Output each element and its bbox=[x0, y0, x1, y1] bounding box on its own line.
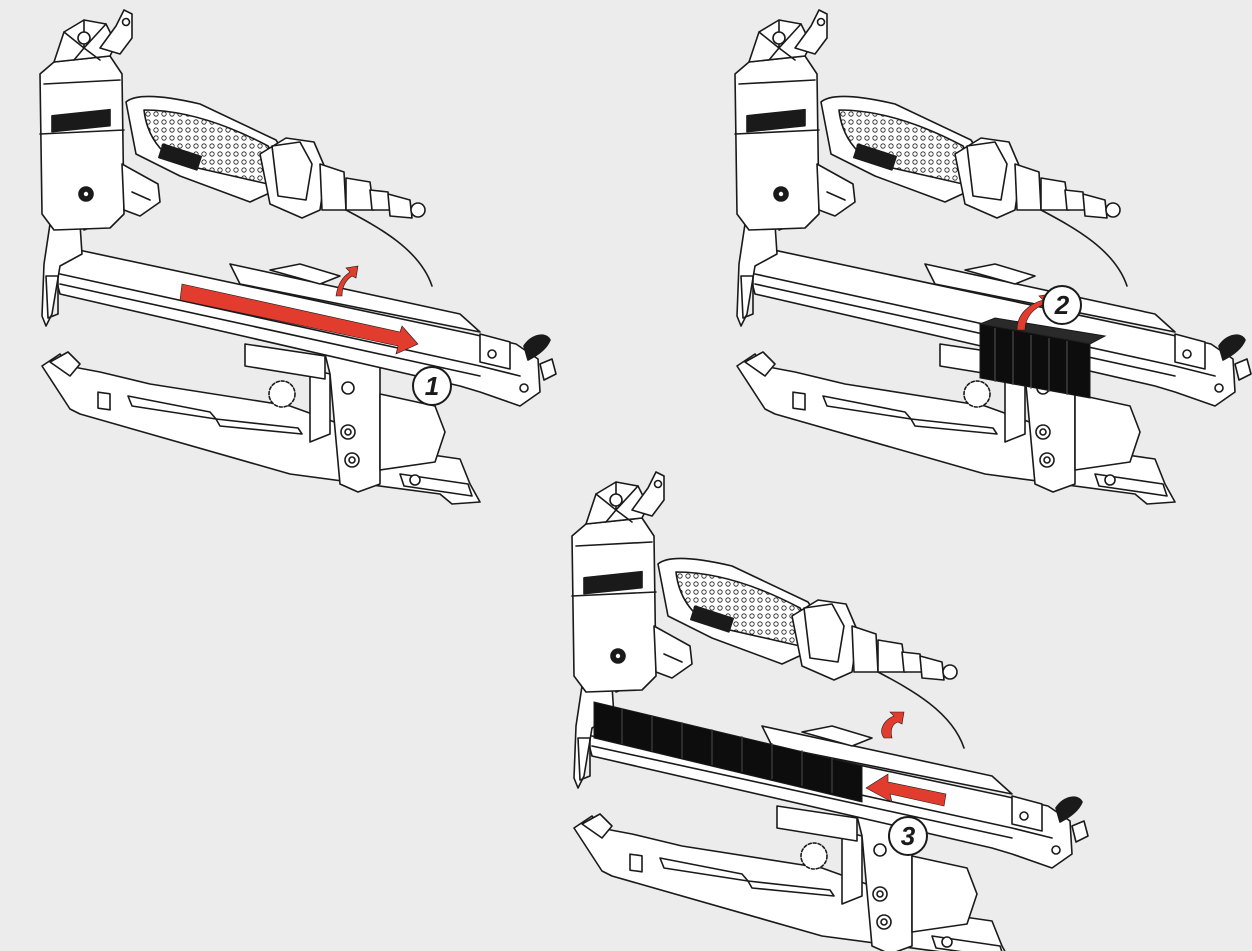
step-3-slide-arrow bbox=[865, 773, 947, 807]
step-1-slide-arrow bbox=[179, 283, 419, 355]
step-1-panel: 1 bbox=[39, 9, 557, 505]
step-3-staple-strip bbox=[593, 701, 863, 803]
step-2-number-badge: 2 bbox=[1042, 285, 1082, 325]
step-1-number: 1 bbox=[425, 371, 439, 401]
step-3-flip-arrow bbox=[881, 711, 905, 739]
step-3-number: 3 bbox=[901, 821, 916, 851]
step-3-number-badge: 3 bbox=[888, 816, 928, 856]
step-2-number: 2 bbox=[1054, 290, 1070, 320]
step-3-panel: 3 bbox=[571, 471, 1089, 951]
step-2-panel: 2 bbox=[734, 9, 1252, 505]
step-1-number-badge: 1 bbox=[412, 366, 452, 406]
step-1-flip-arrow bbox=[335, 265, 359, 297]
step-2-staple-strip bbox=[978, 317, 1107, 399]
